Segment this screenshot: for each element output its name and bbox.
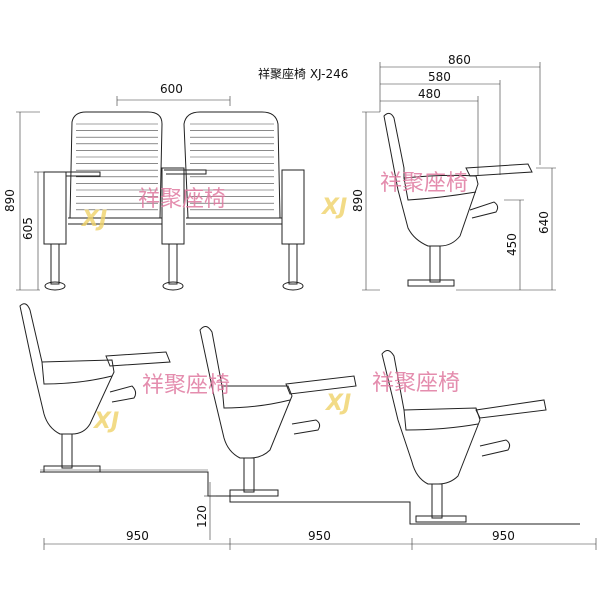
row-spacing-3-label: 950 bbox=[492, 529, 515, 543]
watermark-logo: XJ bbox=[324, 391, 351, 416]
side-depth-overall-label: 860 bbox=[448, 53, 471, 67]
watermark-text: 祥聚座椅 bbox=[372, 371, 460, 396]
side-height-label: 890 bbox=[351, 189, 365, 212]
step-height-label: 120 bbox=[195, 505, 209, 528]
row-spacing-1-label: 950 bbox=[126, 529, 149, 543]
front-view: 600 890 605 bbox=[3, 82, 305, 291]
front-width-label: 600 bbox=[160, 82, 183, 96]
drawing-title: 祥聚座椅 XJ-246 bbox=[258, 66, 348, 81]
watermark-text: 祥聚座椅 bbox=[138, 187, 226, 212]
front-seat-height-label: 605 bbox=[21, 217, 35, 240]
side-depth-mid-label: 580 bbox=[428, 70, 451, 84]
side-view: 860 580 480 890 640 450 bbox=[351, 53, 556, 291]
front-height-label: 890 bbox=[3, 189, 17, 212]
watermark-logo: XJ bbox=[80, 207, 107, 232]
side-seat-height-label: 450 bbox=[505, 233, 519, 256]
watermark-3: XJ 祥聚座椅 bbox=[92, 373, 230, 434]
tier-chair-1 bbox=[19, 303, 171, 473]
watermark-1: XJ 祥聚座椅 bbox=[80, 187, 226, 232]
watermark-logo: XJ bbox=[92, 409, 119, 434]
tier-chair-3 bbox=[381, 350, 547, 523]
side-arm-height-label: 640 bbox=[537, 211, 551, 234]
tiered-view: 120 950 950 950 bbox=[19, 303, 597, 550]
watermark-logo: XJ bbox=[320, 195, 347, 220]
row-spacing-2-label: 950 bbox=[308, 529, 331, 543]
watermark-2: XJ 祥聚座椅 bbox=[320, 171, 468, 220]
side-depth-seat-label: 480 bbox=[418, 87, 441, 101]
watermark-text: 祥聚座椅 bbox=[142, 373, 230, 398]
watermark-4: XJ 祥聚座椅 bbox=[324, 371, 460, 416]
tier-chair-2 bbox=[199, 326, 357, 497]
watermark-text: 祥聚座椅 bbox=[380, 171, 468, 196]
